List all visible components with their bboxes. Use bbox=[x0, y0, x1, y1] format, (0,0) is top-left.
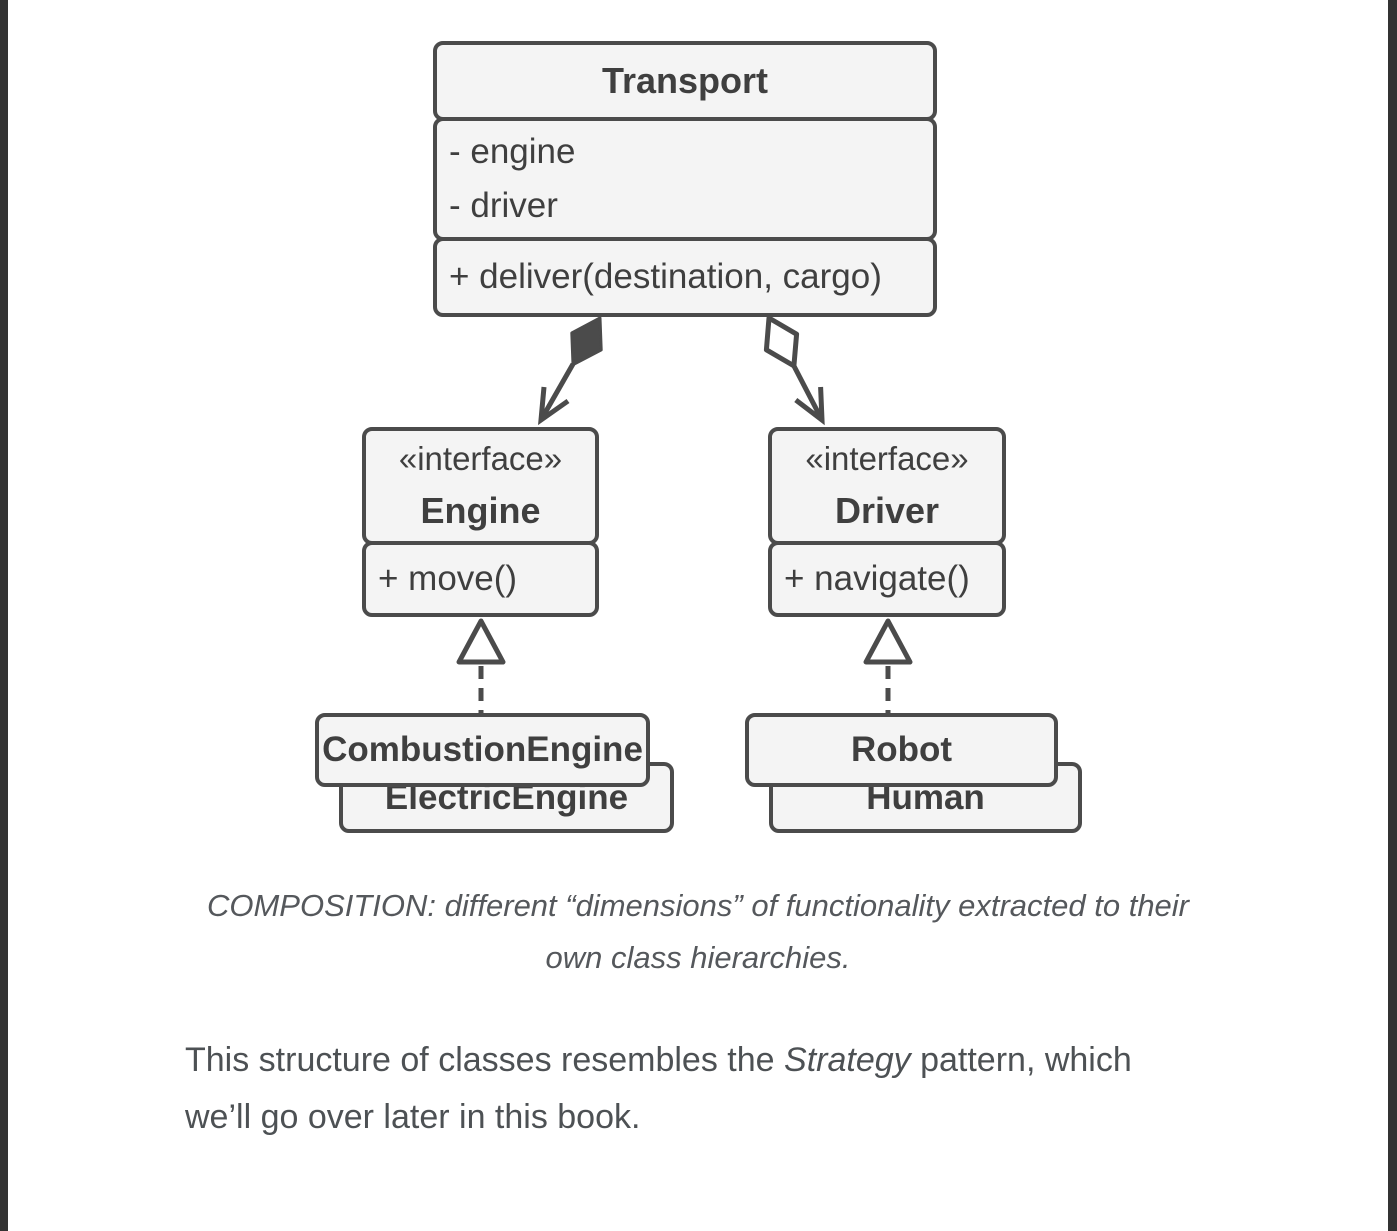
aggregation-connector bbox=[763, 315, 825, 426]
paragraph-text-start: This structure of classes resembles the bbox=[185, 1041, 785, 1079]
figure-caption: COMPOSITION: different “dimensions” of f… bbox=[148, 880, 1248, 984]
driver-method-navigate: + navigate() bbox=[784, 559, 970, 598]
aggregation-diamond-icon bbox=[763, 315, 800, 369]
engine-realization-connector bbox=[456, 618, 506, 713]
transport-methods: + deliver(destination, cargo) bbox=[433, 237, 937, 317]
class-combustionengine: CombustionEngine bbox=[315, 713, 650, 787]
driver-stereotype: «interface» bbox=[805, 440, 969, 477]
paragraph-strategy-italic: Strategy bbox=[784, 1041, 911, 1079]
combustionengine-label: CombustionEngine bbox=[322, 730, 643, 769]
engine-methods: + move() bbox=[362, 541, 599, 617]
caption-line2: own class hierarchies. bbox=[545, 940, 851, 975]
aggregation-arrowhead-icon bbox=[794, 386, 825, 426]
class-transport: Transport - engine - driver + deliver(de… bbox=[433, 41, 937, 317]
transport-title: Transport bbox=[433, 41, 937, 121]
driver-name: Driver bbox=[834, 490, 940, 531]
engine-name: Engine bbox=[420, 490, 541, 531]
transport-method-deliver: + deliver(destination, cargo) bbox=[449, 257, 882, 296]
uml-connectors bbox=[456, 315, 913, 713]
robot-label: Robot bbox=[850, 730, 953, 769]
uml-class-diagram: Transport - engine - driver + deliver(de… bbox=[8, 0, 1388, 850]
composition-connector bbox=[538, 316, 603, 426]
paragraph-text-mid: pattern, which bbox=[910, 1041, 1132, 1079]
engine-method-move: + move() bbox=[378, 559, 518, 598]
paragraph-text-line2: we’ll go over later in this book. bbox=[185, 1098, 641, 1136]
driver-methods: + navigate() bbox=[768, 541, 1006, 617]
transport-field-driver: - driver bbox=[449, 186, 558, 225]
composition-line bbox=[538, 362, 576, 422]
composition-diamond-icon bbox=[570, 316, 603, 367]
driver-header: «interface» Driver bbox=[768, 427, 1006, 545]
interface-engine: «interface» Engine + move() bbox=[362, 427, 599, 617]
caption-line1: COMPOSITION: different “dimensions” of f… bbox=[206, 888, 1190, 923]
body-paragraph: This structure of classes resembles the … bbox=[185, 1032, 1295, 1146]
page-content: Transport - engine - driver + deliver(de… bbox=[8, 0, 1388, 1231]
engine-header: «interface» Engine bbox=[362, 427, 599, 545]
aggregation-line bbox=[791, 364, 825, 422]
engine-realization-triangle-icon bbox=[456, 618, 506, 665]
class-robot: Robot bbox=[745, 713, 1058, 787]
transport-fields: - engine - driver bbox=[433, 117, 937, 241]
transport-title-label: Transport bbox=[601, 60, 769, 101]
engine-stereotype: «interface» bbox=[398, 440, 563, 477]
transport-field-engine: - engine bbox=[449, 132, 576, 171]
composition-arrowhead-icon bbox=[538, 386, 570, 426]
interface-driver: «interface» Driver + navigate() bbox=[768, 427, 1006, 617]
driver-realization-connector bbox=[863, 618, 913, 713]
driver-realization-triangle-icon bbox=[863, 618, 913, 665]
